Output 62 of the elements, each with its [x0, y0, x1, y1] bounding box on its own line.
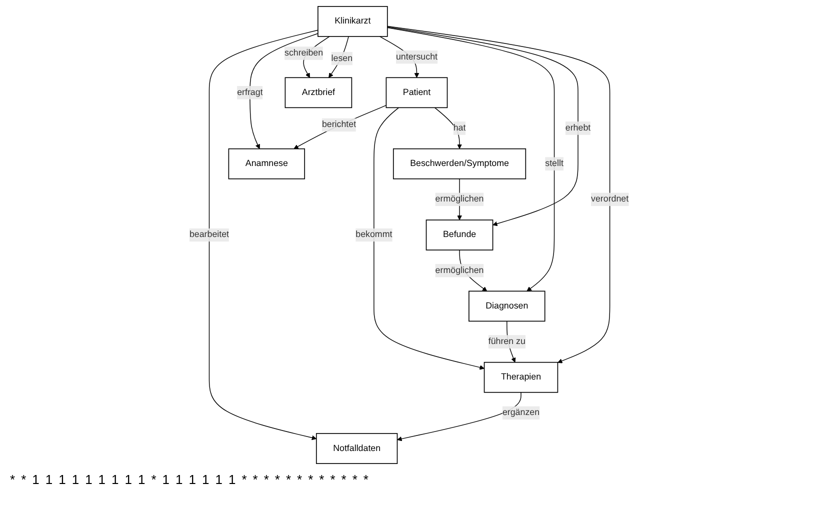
- node-box: Beschwerden/Symptome: [392, 148, 526, 180]
- edge-label: ergänzen: [502, 408, 540, 418]
- node-box: Therapien: [484, 362, 558, 393]
- multiplicity-label: 1: [202, 472, 210, 487]
- multiplicity-label: *: [274, 472, 280, 487]
- multiplicity-label: *: [330, 472, 336, 487]
- edge-label: stellt: [545, 158, 564, 168]
- multiplicity-label: *: [363, 472, 368, 487]
- arrow: [250, 33, 318, 150]
- multiplicity-label: 1: [85, 472, 92, 487]
- multiplicity-label: *: [352, 472, 358, 487]
- multiplicity-label: *: [242, 472, 247, 487]
- edge-label: lesen: [331, 54, 353, 64]
- multiplicity-label: 1: [228, 472, 236, 487]
- multiplicity-label: *: [252, 472, 258, 487]
- multiplicity-label: 1: [32, 472, 40, 487]
- multiplicity-label: 1: [176, 472, 183, 487]
- edge-label: bearbeitet: [189, 230, 229, 240]
- arrow: [374, 107, 484, 370]
- arrow: [434, 107, 462, 150]
- multiplicity-label: 1: [138, 472, 146, 487]
- multiplicity-label: *: [319, 472, 324, 487]
- multiplicity-label: 1: [45, 472, 53, 487]
- multiplicity-label: *: [308, 472, 314, 487]
- node-box: Diagnosen: [468, 290, 546, 322]
- multiplicity-label: *: [286, 472, 292, 487]
- multiplicity-label: 1: [162, 472, 170, 487]
- node-box: Befunde: [426, 220, 494, 250]
- node-box: Notfalldaten: [316, 433, 398, 464]
- edge-label: ermöglichen: [435, 194, 484, 204]
- multiplicity-label: 1: [112, 472, 119, 487]
- edge-label: verordnet: [590, 194, 629, 204]
- edge-label: erfragt: [237, 88, 263, 98]
- edge-label: führen zu: [488, 336, 526, 346]
- multiplicity-label: *: [10, 472, 16, 487]
- arrow: [208, 30, 318, 440]
- edge-label: berichtet: [322, 120, 356, 130]
- node-box: Klinikarzt: [318, 6, 388, 37]
- multiplicity-label: 1: [188, 472, 196, 487]
- edge-label: untersucht: [396, 52, 438, 62]
- arrow: [397, 392, 522, 442]
- edge-label: erhebt: [565, 123, 591, 133]
- multiplicity-label: 1: [98, 472, 106, 487]
- edge-label: ermöglichen: [435, 266, 484, 276]
- multiplicity-label: *: [297, 472, 302, 487]
- node-box: Anamnese: [228, 148, 305, 180]
- arrow: [328, 36, 349, 78]
- multiplicity-label: *: [151, 472, 156, 487]
- multiplicity-label: 1: [124, 472, 132, 487]
- multiplicity-label: *: [21, 472, 26, 487]
- multiplicity-label: 1: [215, 472, 222, 487]
- multiplicity-label: *: [341, 472, 346, 487]
- edge-label: schreiben: [284, 48, 324, 58]
- multiplicity-label: 1: [72, 472, 80, 487]
- arrow: [294, 104, 387, 150]
- edge-label: hat: [453, 123, 466, 133]
- arrow: [387, 26, 578, 226]
- node-box: Arztbrief: [284, 77, 352, 108]
- node-box: Patient: [386, 77, 448, 108]
- multiplicity-label: *: [264, 472, 269, 487]
- edge-label: bekommt: [356, 230, 392, 240]
- multiplicity-label: 1: [58, 472, 66, 487]
